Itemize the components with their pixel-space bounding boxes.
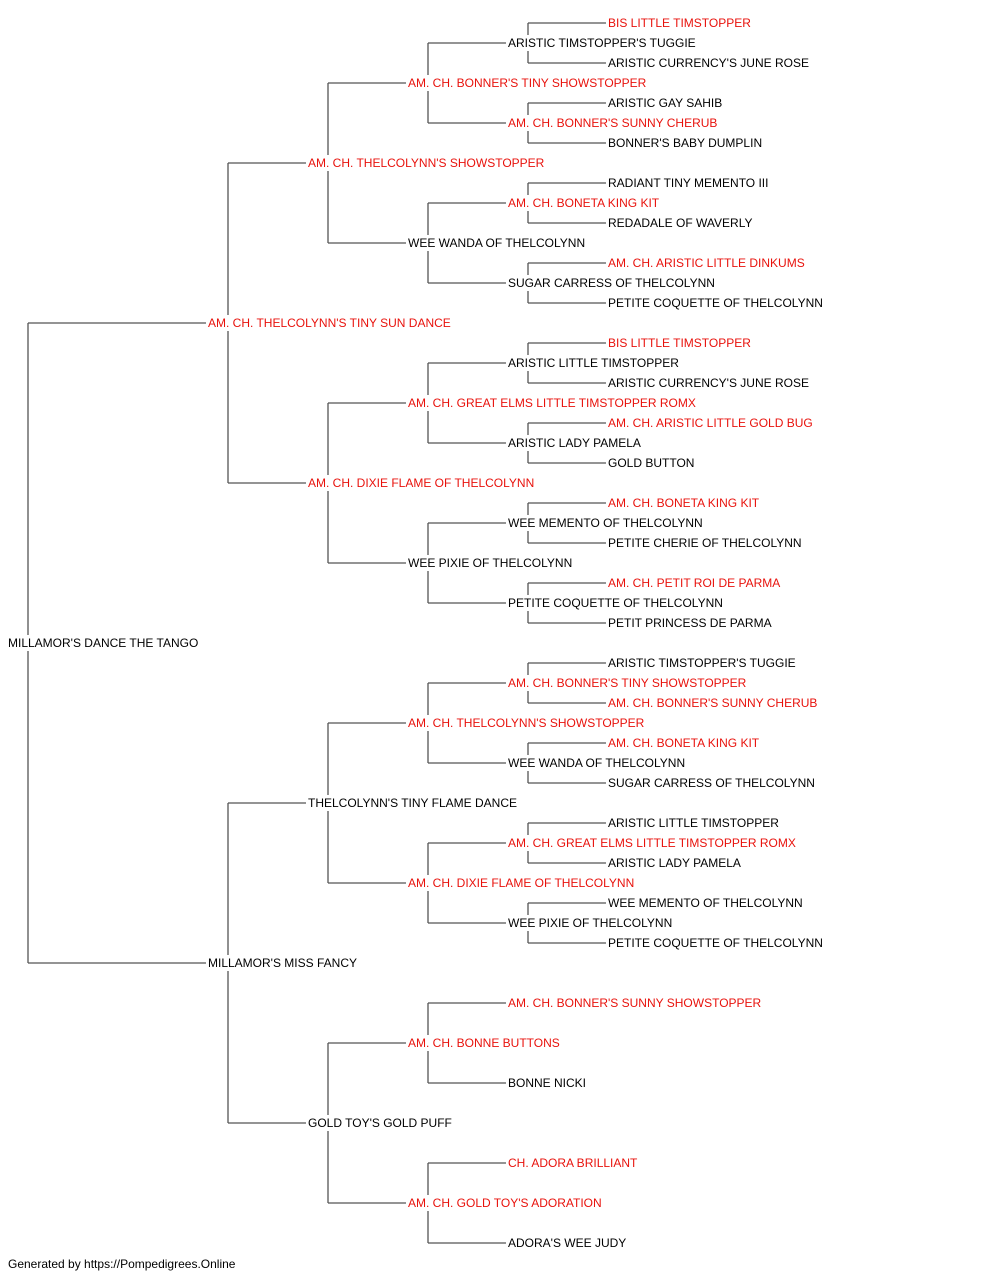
dog-name-petite-coquette-of-thelcolynn: PETITE COQUETTE OF THELCOLYNN (608, 296, 825, 310)
dog-name-aristic-timstopper-s-tuggie: ARISTIC TIMSTOPPER'S TUGGIE (608, 656, 798, 670)
dog-name-am-ch-boneta-king-kit: AM. CH. BONETA KING KIT (608, 736, 762, 750)
dog-name-am-ch-bonner-s-tiny-showstopper: AM. CH. BONNER'S TINY SHOWSTOPPER (408, 76, 649, 90)
dog-name-bonner-s-baby-dumplin: BONNER'S BABY DUMPLIN (608, 136, 765, 150)
dog-name-redadale-of-waverly: REDADALE OF WAVERLY (608, 216, 755, 230)
dog-name-wee-memento-of-thelcolynn: WEE MEMENTO OF THELCOLYNN (508, 516, 705, 530)
dog-name-petite-coquette-of-thelcolynn: PETITE COQUETTE OF THELCOLYNN (608, 936, 825, 950)
dog-name-am-ch-dixie-flame-of-thelcolynn: AM. CH. DIXIE FLAME OF THELCOLYNN (308, 476, 537, 490)
dog-name-gold-toy-s-gold-puff: GOLD TOY'S GOLD PUFF (308, 1116, 454, 1130)
dog-name-sugar-carress-of-thelcolynn: SUGAR CARRESS OF THELCOLYNN (608, 776, 817, 790)
dog-name-am-ch-aristic-little-gold-bug: AM. CH. ARISTIC LITTLE GOLD BUG (608, 416, 815, 430)
dog-name-gold-button: GOLD BUTTON (608, 456, 697, 470)
dog-name-aristic-lady-pamela: ARISTIC LADY PAMELA (508, 436, 643, 450)
dog-name-bis-little-timstopper: BIS LITTLE TIMSTOPPER (608, 336, 753, 350)
dog-name-am-ch-bonner-s-tiny-showstopper: AM. CH. BONNER'S TINY SHOWSTOPPER (508, 676, 749, 690)
dog-name-wee-pixie-of-thelcolynn: WEE PIXIE OF THELCOLYNN (408, 556, 575, 570)
dog-name-wee-wanda-of-thelcolynn: WEE WANDA OF THELCOLYNN (508, 756, 688, 770)
dog-name-am-ch-aristic-little-dinkums: AM. CH. ARISTIC LITTLE DINKUMS (608, 256, 807, 270)
dog-name-sugar-carress-of-thelcolynn: SUGAR CARRESS OF THELCOLYNN (508, 276, 717, 290)
dog-name-millamor-s-dance-the-tango: MILLAMOR'S DANCE THE TANGO (8, 636, 201, 650)
dog-name-am-ch-boneta-king-kit: AM. CH. BONETA KING KIT (508, 196, 662, 210)
dog-name-millamor-s-miss-fancy: MILLAMOR'S MISS FANCY (208, 956, 359, 970)
dog-name-am-ch-great-elms-little-timstopper-romx: AM. CH. GREAT ELMS LITTLE TIMSTOPPER ROM… (408, 396, 698, 410)
dog-name-am-ch-bonner-s-sunny-cherub: AM. CH. BONNER'S SUNNY CHERUB (508, 116, 720, 130)
dog-name-am-ch-thelcolynn-s-showstopper: AM. CH. THELCOLYNN'S SHOWSTOPPER (308, 156, 547, 170)
dog-name-bis-little-timstopper: BIS LITTLE TIMSTOPPER (608, 16, 753, 30)
dog-name-am-ch-gold-toy-s-adoration: AM. CH. GOLD TOY'S ADORATION (408, 1196, 604, 1210)
dog-name-am-ch-boneta-king-kit: AM. CH. BONETA KING KIT (608, 496, 762, 510)
dog-name-am-ch-bonner-s-sunny-cherub: AM. CH. BONNER'S SUNNY CHERUB (608, 696, 820, 710)
dog-name-am-ch-bonne-buttons: AM. CH. BONNE BUTTONS (408, 1036, 562, 1050)
dog-name-ch-adora-brilliant: CH. ADORA BRILLIANT (508, 1156, 640, 1170)
dog-name-am-ch-petit-roi-de-parma: AM. CH. PETIT ROI DE PARMA (608, 576, 783, 590)
dog-name-am-ch-great-elms-little-timstopper-romx: AM. CH. GREAT ELMS LITTLE TIMSTOPPER ROM… (508, 836, 798, 850)
dog-name-wee-wanda-of-thelcolynn: WEE WANDA OF THELCOLYNN (408, 236, 588, 250)
dog-name-aristic-little-timstopper: ARISTIC LITTLE TIMSTOPPER (608, 816, 781, 830)
dog-name-aristic-lady-pamela: ARISTIC LADY PAMELA (608, 856, 743, 870)
dog-name-aristic-little-timstopper: ARISTIC LITTLE TIMSTOPPER (508, 356, 681, 370)
dog-name-am-ch-thelcolynn-s-showstopper: AM. CH. THELCOLYNN'S SHOWSTOPPER (408, 716, 647, 730)
dog-name-thelcolynn-s-tiny-flame-dance: THELCOLYNN'S TINY FLAME DANCE (308, 796, 520, 810)
dog-name-adora-s-wee-judy: ADORA'S WEE JUDY (508, 1236, 629, 1250)
dog-name-wee-memento-of-thelcolynn: WEE MEMENTO OF THELCOLYNN (608, 896, 805, 910)
dog-name-aristic-gay-sahib: ARISTIC GAY SAHIB (608, 96, 725, 110)
dog-name-aristic-timstopper-s-tuggie: ARISTIC TIMSTOPPER'S TUGGIE (508, 36, 698, 50)
dog-name-aristic-currency-s-june-rose: ARISTIC CURRENCY'S JUNE ROSE (608, 56, 811, 70)
footer-credit: Generated by https://Pompedigrees.Online (8, 1257, 236, 1271)
dog-name-am-ch-bonner-s-sunny-showstopper: AM. CH. BONNER'S SUNNY SHOWSTOPPER (508, 996, 764, 1010)
dog-name-petite-coquette-of-thelcolynn: PETITE COQUETTE OF THELCOLYNN (508, 596, 725, 610)
dog-name-wee-pixie-of-thelcolynn: WEE PIXIE OF THELCOLYNN (508, 916, 675, 930)
dog-name-petite-cherie-of-thelcolynn: PETITE CHERIE OF THELCOLYNN (608, 536, 804, 550)
dog-name-am-ch-thelcolynn-s-tiny-sun-dance: AM. CH. THELCOLYNN'S TINY SUN DANCE (208, 316, 453, 330)
dog-name-petit-princess-de-parma: PETIT PRINCESS DE PARMA (608, 616, 774, 630)
dog-name-bonne-nicki: BONNE NICKI (508, 1076, 589, 1090)
dog-name-am-ch-dixie-flame-of-thelcolynn: AM. CH. DIXIE FLAME OF THELCOLYNN (408, 876, 637, 890)
dog-name-radiant-tiny-memento-iii: RADIANT TINY MEMENTO III (608, 176, 771, 190)
dog-name-aristic-currency-s-june-rose: ARISTIC CURRENCY'S JUNE ROSE (608, 376, 811, 390)
